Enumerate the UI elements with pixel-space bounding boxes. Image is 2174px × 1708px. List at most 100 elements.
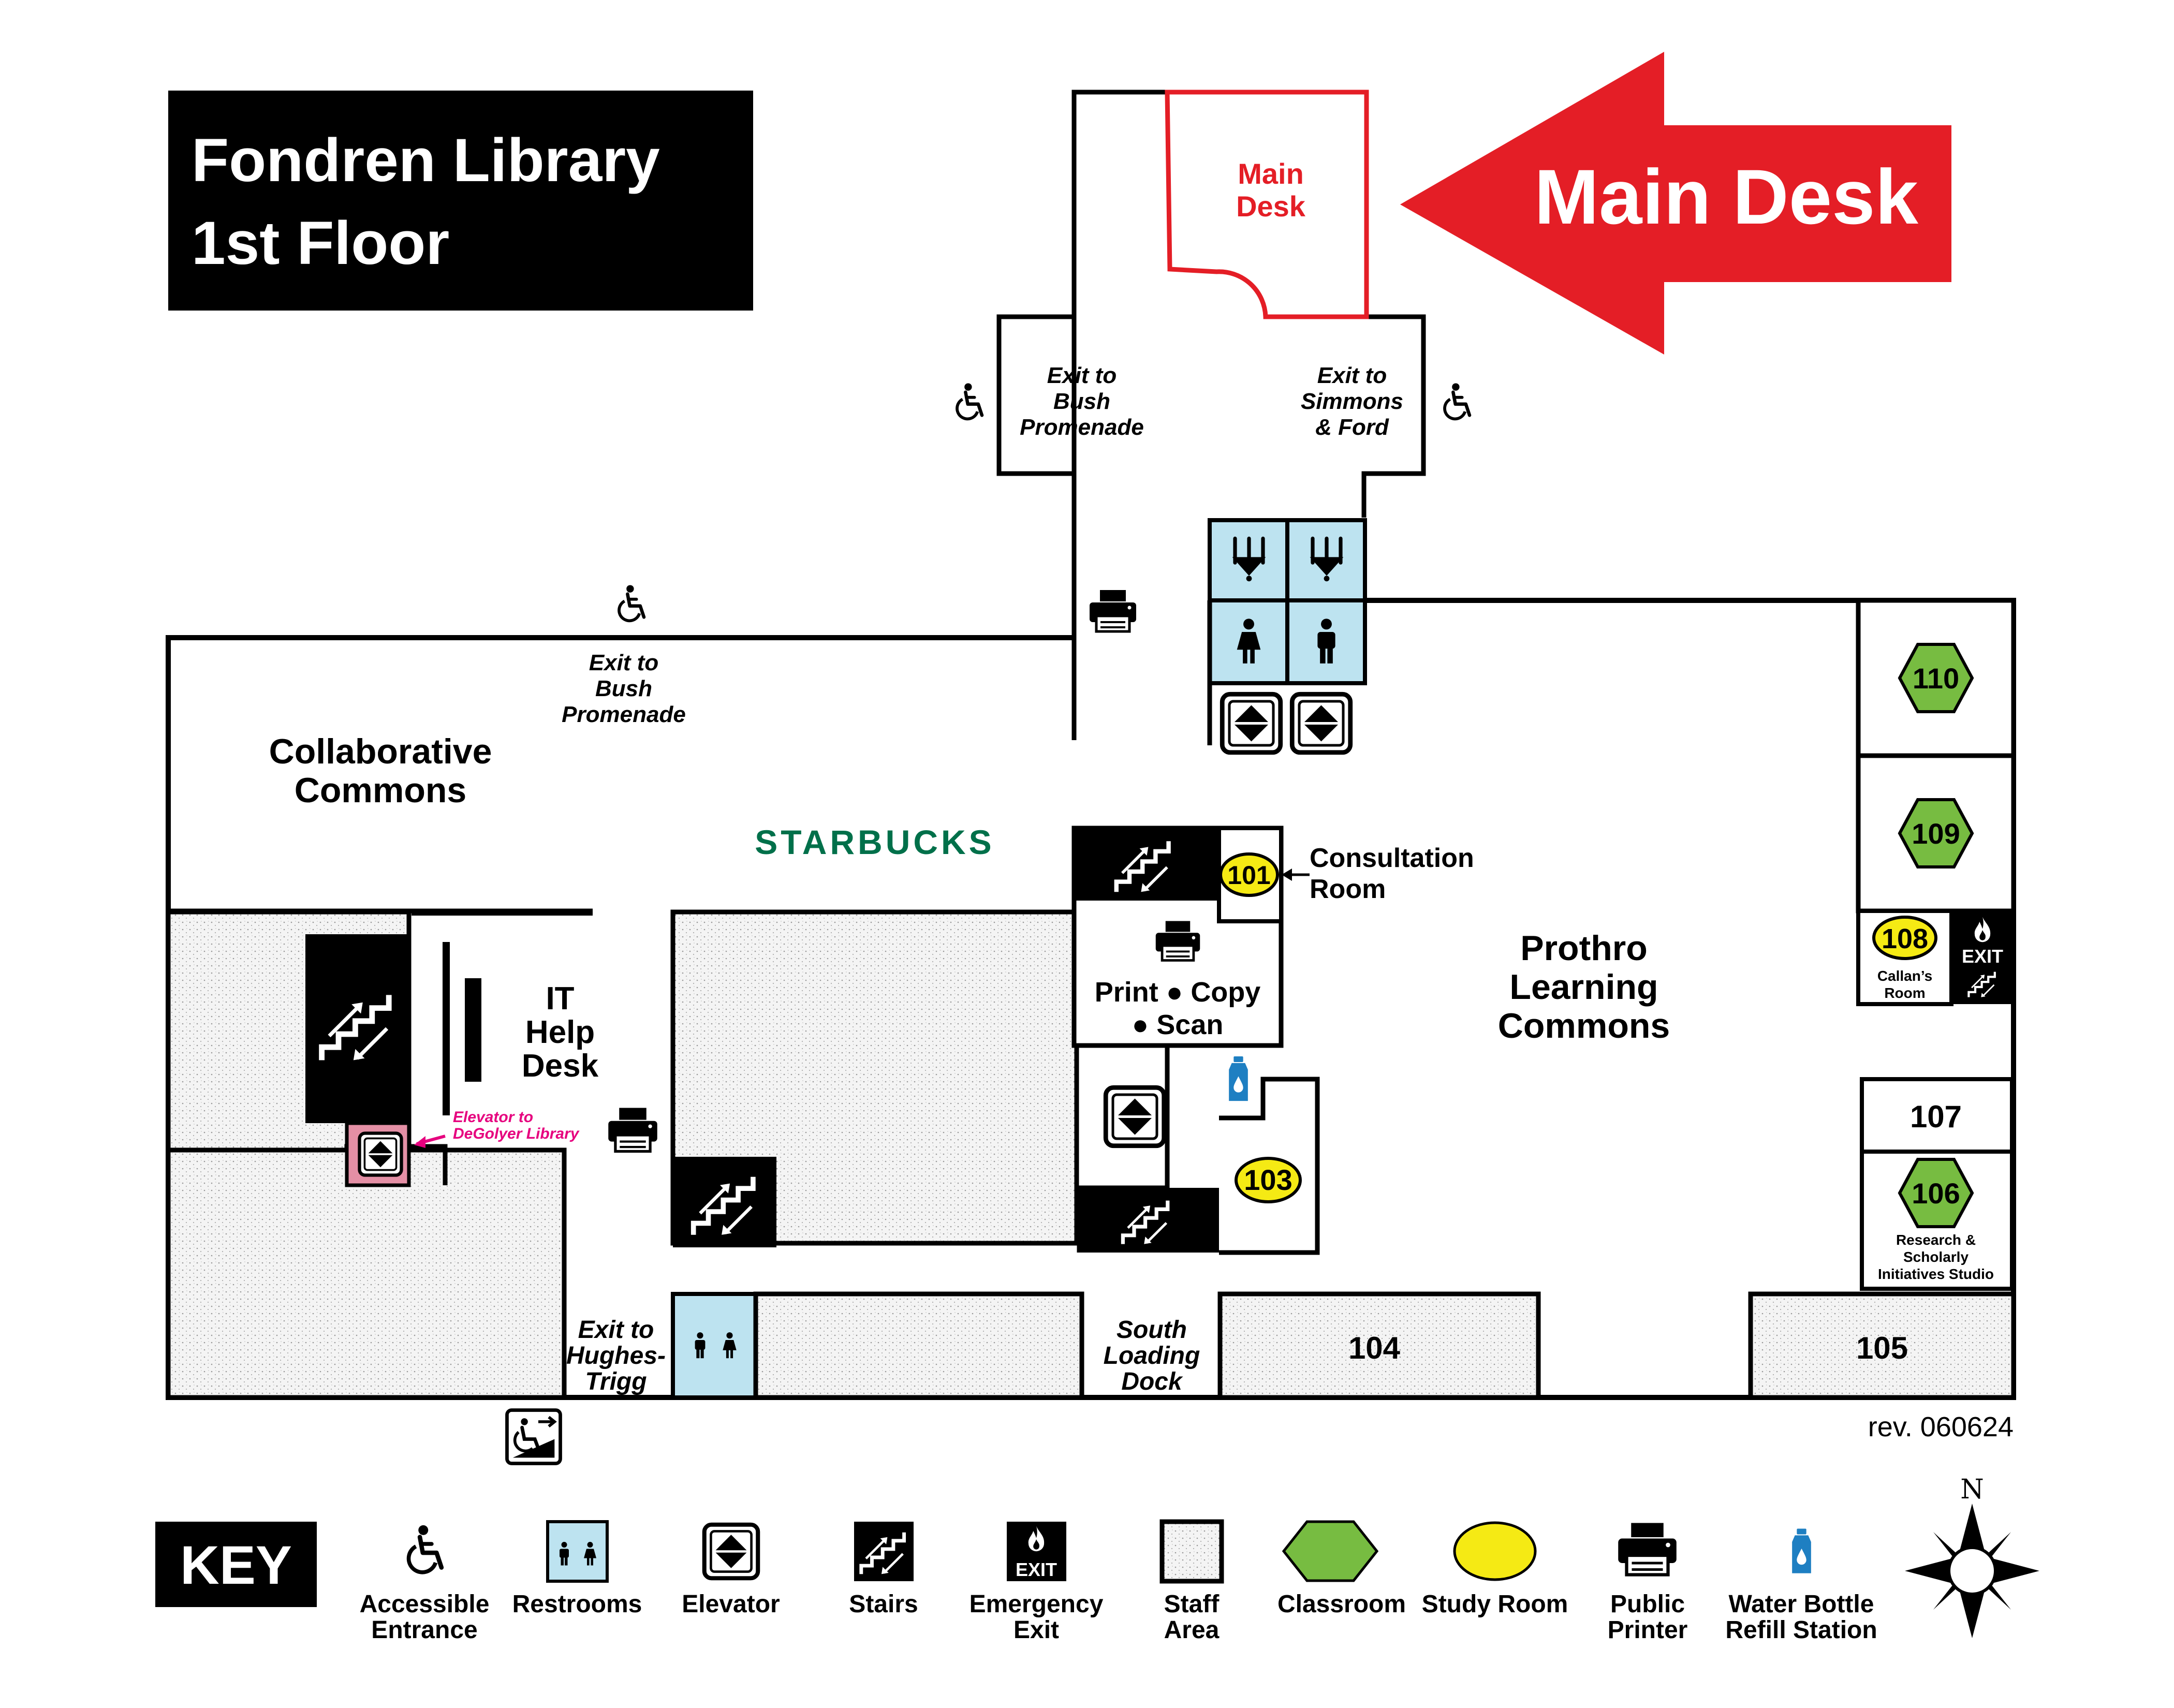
key-restrooms-icon [546, 1520, 609, 1583]
svg-text:Exit to: Exit to [578, 1316, 654, 1344]
svg-text:104: 104 [1348, 1331, 1401, 1365]
accessible-entrance-icon [957, 383, 982, 419]
svg-text:South: South [1117, 1316, 1187, 1344]
compass-rose-icon: N [1905, 1474, 2039, 1638]
elevator-icon [1106, 1087, 1164, 1146]
key-study-room-icon [1453, 1521, 1537, 1581]
svg-text:Hughes-: Hughes- [566, 1342, 666, 1370]
svg-text:Research &: Research & [1896, 1232, 1976, 1248]
key-elevator-icon [704, 1525, 758, 1579]
svg-text:107: 107 [1910, 1099, 1962, 1134]
key-printer-icon [1618, 1523, 1677, 1575]
svg-text:Elevator: Elevator [682, 1591, 780, 1618]
room-101[interactable]: 101 [1219, 852, 1279, 897]
consultation-room-label: Consultation Room [1282, 843, 1474, 904]
svg-text:Exit to: Exit to [589, 650, 658, 675]
main-desk-room[interactable]: Main Desk [1165, 90, 1369, 319]
starbucks-logo: STARBUCKS [755, 823, 994, 861]
svg-text:Scholarly: Scholarly [1903, 1249, 1969, 1265]
svg-text:110: 110 [1913, 662, 1959, 695]
stairs-icon [1115, 1189, 1178, 1251]
title-line1: Fondren Library [192, 126, 660, 195]
main-desk-room-line1: Main [1238, 157, 1304, 190]
room-107[interactable]: 107 [1860, 1077, 2014, 1154]
svg-text:109: 109 [1912, 817, 1960, 850]
svg-text:Trigg: Trigg [585, 1368, 647, 1395]
revision-label: rev. 060624 [1868, 1411, 2014, 1442]
svg-text:106: 106 [1912, 1177, 1960, 1210]
svg-text:Callan’s: Callan’s [1877, 968, 1932, 984]
key-water-bottle-icon [1792, 1528, 1811, 1573]
svg-text:Commons: Commons [295, 771, 466, 810]
room-106-research-studio[interactable]: 106 Research & Scholarly Initiatives Stu… [1860, 1150, 2014, 1291]
key-accessible-icon [409, 1525, 442, 1572]
svg-text:Area: Area [1164, 1616, 1220, 1644]
room-110[interactable]: 110 [1856, 598, 2016, 758]
exit-simmons-label: Exit to Simmons & Ford [1301, 363, 1403, 440]
svg-text:Bush: Bush [595, 676, 652, 701]
exit-bush-left-label: Exit to Bush Promenade [562, 650, 686, 727]
title-line2: 1st Floor [192, 209, 449, 277]
svg-text:Commons: Commons [1498, 1006, 1670, 1046]
svg-text:EXIT: EXIT [1016, 1559, 1057, 1580]
central-staff-area [670, 909, 1079, 1247]
svg-text:Study Room: Study Room [1422, 1591, 1568, 1618]
svg-text:Simmons: Simmons [1301, 389, 1403, 414]
svg-text:Emergency: Emergency [970, 1591, 1104, 1618]
svg-text:Public: Public [1610, 1591, 1685, 1618]
svg-text:Loading: Loading [1104, 1342, 1200, 1370]
room-103[interactable]: 103 [1235, 1157, 1302, 1203]
collaborative-commons-label: Collaborative Commons [269, 732, 492, 810]
svg-text:Dock: Dock [1121, 1368, 1183, 1395]
stairs-icon [1108, 828, 1180, 901]
emergency-exit-stairs: EXIT [1951, 911, 2014, 1004]
public-printer-icon [608, 1108, 657, 1152]
svg-text:Water Bottle: Water Bottle [1729, 1591, 1874, 1618]
svg-text:Promenade: Promenade [1020, 415, 1144, 440]
svg-text:Entrance: Entrance [371, 1616, 477, 1644]
water-bottle-refill-icon [1229, 1056, 1248, 1101]
print-copy-line1: Print ● Copy [1095, 977, 1261, 1008]
print-copy-line2: ● Scan [1132, 1009, 1224, 1040]
elevator-icon [1222, 694, 1281, 753]
svg-text:Exit to: Exit to [1047, 363, 1117, 388]
room-109[interactable]: 109 [1856, 753, 2016, 914]
svg-text:Refill Station: Refill Station [1725, 1616, 1877, 1644]
key-heading: KEY [180, 1535, 292, 1596]
main-desk-arrow: Main Desk [1400, 52, 1951, 355]
svg-text:& Ford: & Ford [1315, 415, 1389, 440]
accessible-ramp-icon [507, 1410, 560, 1463]
room-104[interactable]: 104 [1217, 1291, 1541, 1400]
degolyer-elevator-icon[interactable] [360, 1133, 402, 1175]
title-block: Fondren Library 1st Floor [168, 91, 753, 311]
elevator-icon [1292, 694, 1350, 753]
exit-bush-top-label: Exit to Bush Promenade [1020, 363, 1144, 440]
svg-text:Printer: Printer [1608, 1616, 1688, 1644]
degolyer-label-line2: DeGolyer Library [453, 1125, 580, 1142]
svg-text:Exit to: Exit to [1317, 363, 1387, 388]
svg-text:Staff: Staff [1164, 1591, 1220, 1618]
svg-text:105: 105 [1856, 1331, 1908, 1365]
svg-text:Stairs: Stairs [849, 1591, 918, 1618]
room-105[interactable]: 105 [1748, 1291, 2016, 1400]
degolyer-label-line1: Elevator to [453, 1109, 533, 1126]
key-classroom-icon [1282, 1520, 1379, 1582]
it-help-line2: Help [525, 1014, 595, 1050]
main-desk-arrow-text: Main Desk [1534, 153, 1919, 240]
public-printer-icon [1090, 590, 1136, 631]
svg-text:Learning: Learning [1509, 967, 1658, 1007]
it-help-line3: Desk [522, 1048, 599, 1084]
exit-sign-text: EXIT [1962, 946, 2003, 967]
svg-text:Collaborative: Collaborative [269, 732, 492, 771]
svg-text:Prothro: Prothro [1520, 929, 1648, 968]
svg-text:103: 103 [1244, 1164, 1292, 1196]
room-108-callans[interactable]: 108 Callan’s Room [1856, 909, 1953, 1006]
accessible-entrance-icon [619, 585, 644, 621]
south-loading-dock-label: South Loading Dock [1104, 1316, 1200, 1395]
svg-text:Bush: Bush [1053, 389, 1110, 414]
exit-hughes-label: Exit to Hughes- Trigg [566, 1316, 666, 1395]
svg-text:Accessible: Accessible [360, 1591, 490, 1618]
key-stairs-icon [854, 1522, 914, 1581]
svg-text:Initiatives Studio: Initiatives Studio [1878, 1266, 1994, 1282]
